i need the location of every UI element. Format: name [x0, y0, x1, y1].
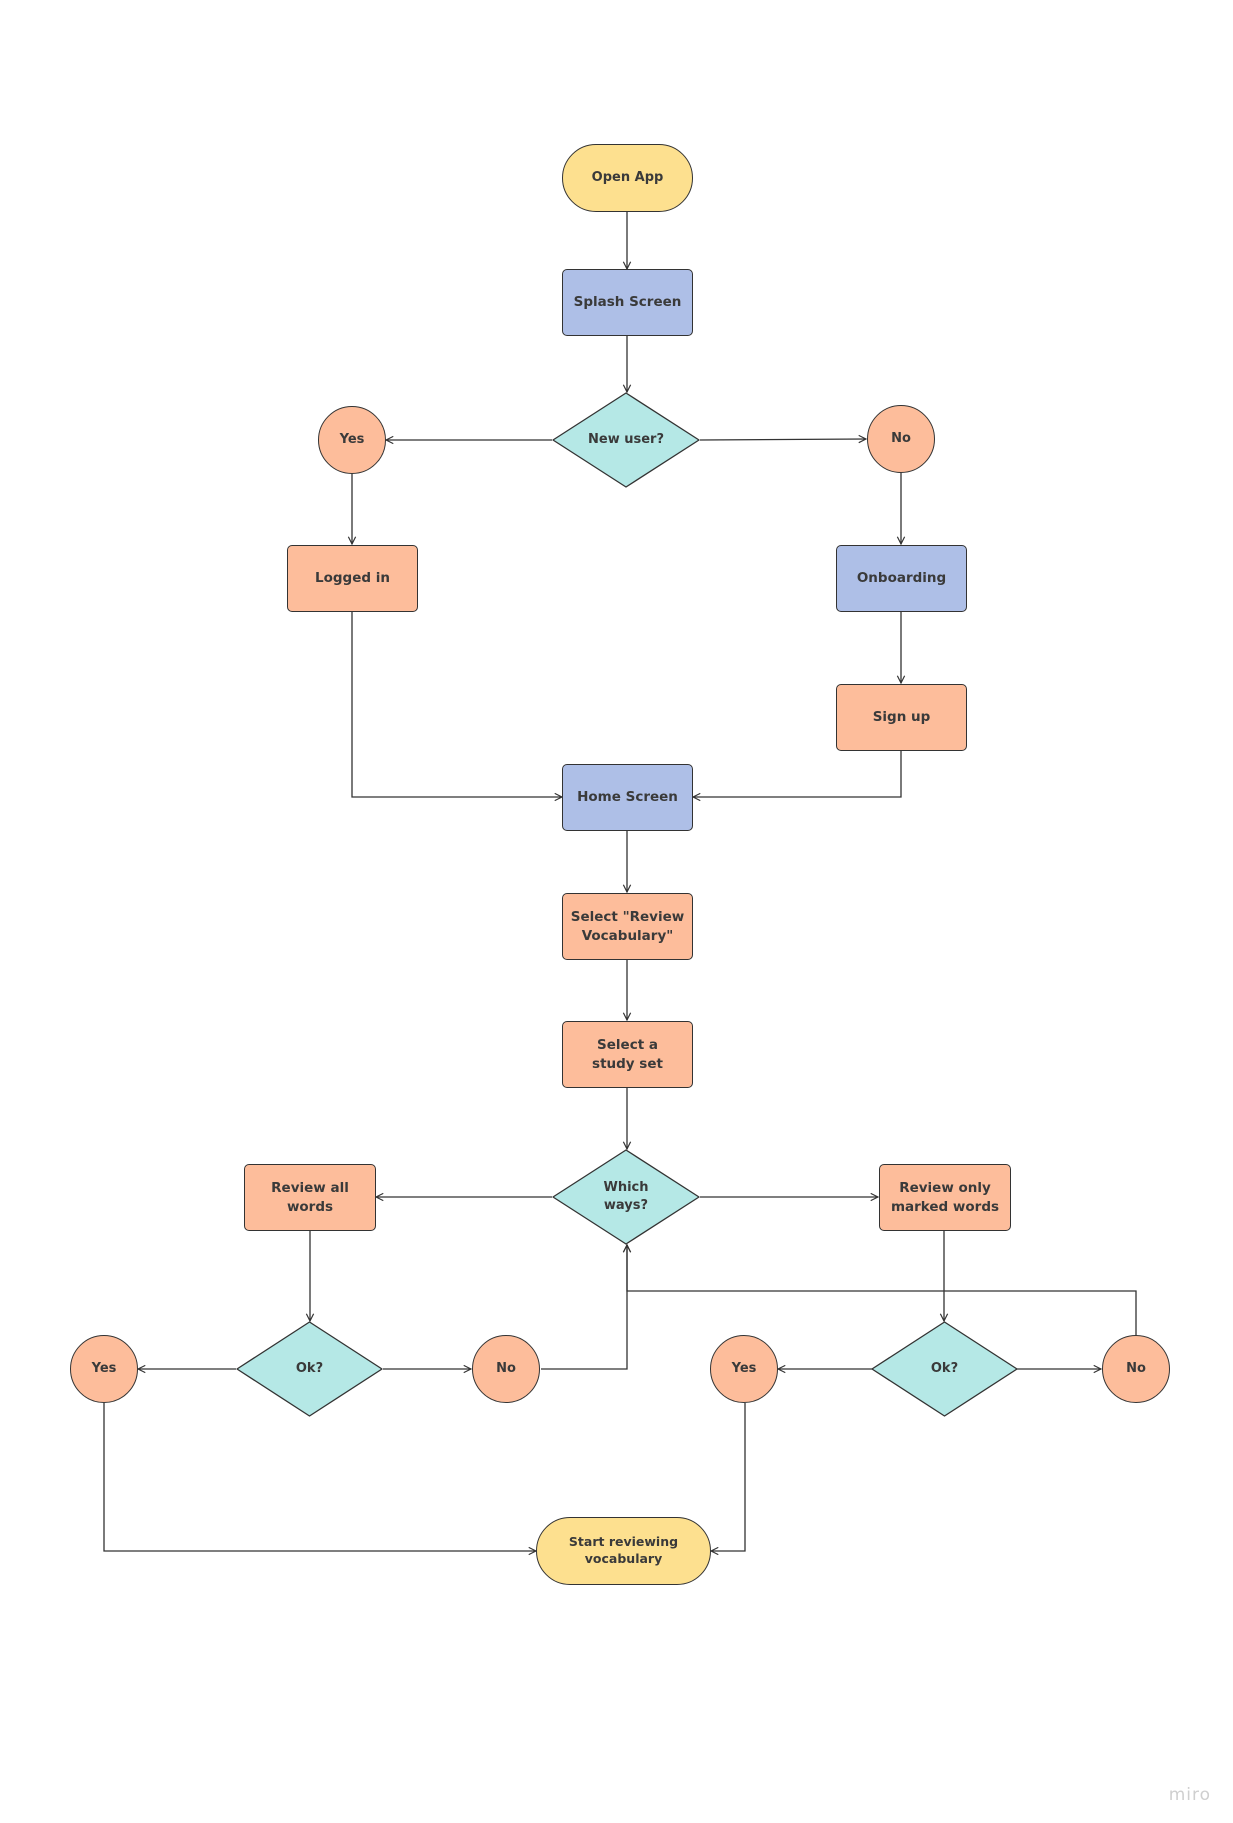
- no-new-user-circle: No: [867, 405, 935, 473]
- review-marked-box: Review only marked words: [879, 1164, 1011, 1231]
- decision-diamond-shape: [236, 1321, 383, 1417]
- open-app-terminal: Open App: [562, 144, 693, 212]
- logged-in-label: Logged in: [315, 570, 390, 587]
- decision-diamond-shape: [871, 1321, 1018, 1417]
- yes-right-circle: Yes: [710, 1335, 778, 1403]
- logged-in-box: Logged in: [287, 545, 418, 612]
- start-reviewing-terminal: Start reviewing vocabulary: [536, 1517, 711, 1585]
- ok-left-decision: Ok?: [236, 1321, 383, 1417]
- yes-left-circle: Yes: [70, 1335, 138, 1403]
- review-all-label: Review all words: [271, 1180, 349, 1215]
- which-ways-label: Which ways?: [603, 1180, 649, 1213]
- home-screen-box: Home Screen: [562, 764, 693, 831]
- open-app-label: Open App: [591, 170, 664, 186]
- select-study-set-label: Select a study set: [592, 1037, 663, 1072]
- no-right-label: No: [1126, 1361, 1146, 1377]
- new-user-label: New user?: [588, 432, 664, 448]
- onboarding-box: Onboarding: [836, 545, 967, 612]
- select-review-box: Select "Review Vocabulary": [562, 893, 693, 960]
- edge-signup-to-home: [693, 751, 902, 797]
- home-screen-label: Home Screen: [577, 789, 678, 806]
- no-left-circle: No: [472, 1335, 540, 1403]
- sign-up-label: Sign up: [872, 709, 931, 726]
- splash-screen-box: Splash Screen: [562, 269, 693, 336]
- splash-screen-label: Splash Screen: [573, 294, 682, 311]
- no-right-circle: No: [1102, 1335, 1170, 1403]
- ok-left-label: Ok?: [295, 1361, 324, 1377]
- new-user-decision: New user?: [552, 392, 700, 488]
- select-review-label: Select "Review Vocabulary": [570, 909, 685, 944]
- ok-right-decision: Ok?: [871, 1321, 1018, 1417]
- yes-new-user-circle: Yes: [318, 406, 386, 474]
- yes-left-label: Yes: [91, 1361, 117, 1377]
- miro-watermark: miro: [1168, 1785, 1211, 1805]
- start-reviewing-label: Start reviewing vocabulary: [568, 1534, 679, 1566]
- decision-diamond-shape: [552, 392, 700, 488]
- edge-yes-right-to-start: [711, 1403, 746, 1551]
- edge-no-left-to-which: [541, 1245, 627, 1370]
- edge-no-right-to-which: [627, 1245, 1137, 1335]
- review-all-box: Review all words: [244, 1164, 376, 1231]
- which-ways-decision: Which ways?: [552, 1149, 700, 1245]
- edge-yes-left-to-start: [103, 1403, 536, 1551]
- select-study-set-box: Select a study set: [562, 1021, 693, 1088]
- edge-logged-in-to-home: [351, 612, 562, 797]
- sign-up-box: Sign up: [836, 684, 967, 751]
- yes-new-user-label: Yes: [339, 432, 365, 448]
- yes-right-label: Yes: [731, 1361, 757, 1377]
- edge-new-user-to-no: [699, 439, 866, 440]
- ok-right-label: Ok?: [930, 1361, 959, 1377]
- decision-diamond-shape: [552, 1149, 700, 1245]
- no-left-label: No: [496, 1361, 516, 1377]
- no-new-user-label: No: [891, 431, 911, 447]
- onboarding-label: Onboarding: [856, 570, 947, 587]
- review-marked-label: Review only marked words: [890, 1180, 1000, 1215]
